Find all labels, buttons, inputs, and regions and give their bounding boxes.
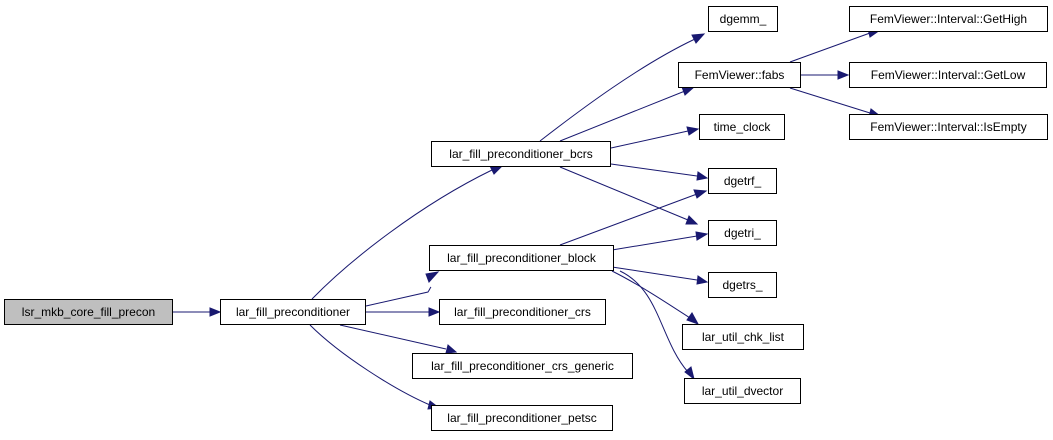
edge-fabs-to-isempty	[789, 87, 871, 114]
edge-fabs-to-getlow-arrowhead	[837, 70, 850, 80]
edge-root-to-lar-arrowhead	[209, 307, 222, 317]
node-femviewer-fabs[interactable]: FemViewer::fabs	[678, 62, 801, 88]
edge-fabs-to-gethigh	[789, 32, 871, 63]
edge-lar-to-crs-generic	[339, 324, 447, 350]
node-lar-fill-preconditioner-petsc[interactable]: lar_fill_preconditioner_petsc	[431, 405, 613, 431]
node-lar-fill-preconditioner-crs[interactable]: lar_fill_preconditioner_crs	[439, 299, 606, 325]
edge-block-to-dgetri-arrowhead	[695, 231, 709, 241]
edge-bcrs-to-fabs	[559, 90, 686, 142]
node-lar-fill-preconditioner[interactable]: lar_fill_preconditioner	[220, 299, 366, 325]
edge-block-to-dgetrs	[611, 266, 698, 281]
node-lar-util-dvector[interactable]: lar_util_dvector	[684, 378, 801, 404]
edge-bcrs-to-dgemm	[539, 38, 696, 142]
edge-bcrs-to-time-clock-arrowhead	[686, 126, 700, 136]
edge-lar-to-crs-arrowhead	[428, 307, 441, 317]
edge-block-to-dgetrf-arrowhead	[693, 189, 708, 199]
edge-lar-to-bcrs	[311, 169, 493, 300]
node-lsr-mkb-core-fill-precon: lsr_mkb_core_fill_precon	[4, 299, 173, 325]
node-femviewer-interval-isempty[interactable]: FemViewer::Interval::IsEmpty	[849, 114, 1048, 140]
node-lar-fill-preconditioner-block[interactable]: lar_fill_preconditioner_block	[429, 245, 614, 271]
edge-lar-to-bcrs-arrowhead	[489, 165, 503, 175]
edge-bcrs-to-fabs-arrowhead	[681, 86, 696, 96]
edge-block-to-dgetrf	[559, 193, 698, 246]
edge-lar-to-block-arrowhead	[425, 271, 440, 283]
edge-bcrs-to-time-clock	[610, 130, 689, 149]
edge-bcrs-to-dgetri-arrowhead	[685, 215, 699, 225]
edge-block-to-dgetri	[611, 235, 698, 251]
node-femviewer-interval-getlow[interactable]: FemViewer::Interval::GetLow	[849, 62, 1047, 88]
node-dgetri[interactable]: dgetri_	[708, 220, 777, 246]
edge-lar-to-crs-generic-arrowhead	[445, 344, 458, 354]
node-dgemm[interactable]: dgemm_	[708, 6, 778, 32]
node-dgetrf[interactable]: dgetrf_	[708, 168, 777, 194]
node-time-clock[interactable]: time_clock	[699, 114, 785, 140]
edge-block-to-chk-list-arrowhead	[686, 312, 700, 325]
edge-lar-to-petsc	[309, 324, 431, 406]
edge-block-to-dvector-arrowhead	[684, 366, 695, 381]
node-lar-util-chk-list[interactable]: lar_util_chk_list	[682, 324, 804, 350]
edge-block-to-dgetrs-arrowhead	[696, 275, 709, 285]
edge-block-to-chk-list	[611, 270, 691, 319]
edge-bcrs-to-dgemm-arrowhead	[691, 33, 706, 44]
edge-lar-to-block	[365, 286, 432, 307]
node-dgetrs[interactable]: dgetrs_	[708, 272, 777, 298]
edge-bcrs-to-dgetrf-arrowhead	[696, 171, 709, 181]
edge-bcrs-to-dgetri	[559, 166, 689, 221]
node-lar-fill-preconditioner-bcrs[interactable]: lar_fill_preconditioner_bcrs	[431, 141, 611, 167]
node-lar-fill-preconditioner-crs-generic[interactable]: lar_fill_preconditioner_crs_generic	[412, 353, 633, 379]
edge-bcrs-to-dgetrf	[610, 163, 698, 177]
node-femviewer-interval-gethigh[interactable]: FemViewer::Interval::GetHigh	[849, 6, 1048, 32]
edge-block-to-dvector	[619, 270, 689, 373]
